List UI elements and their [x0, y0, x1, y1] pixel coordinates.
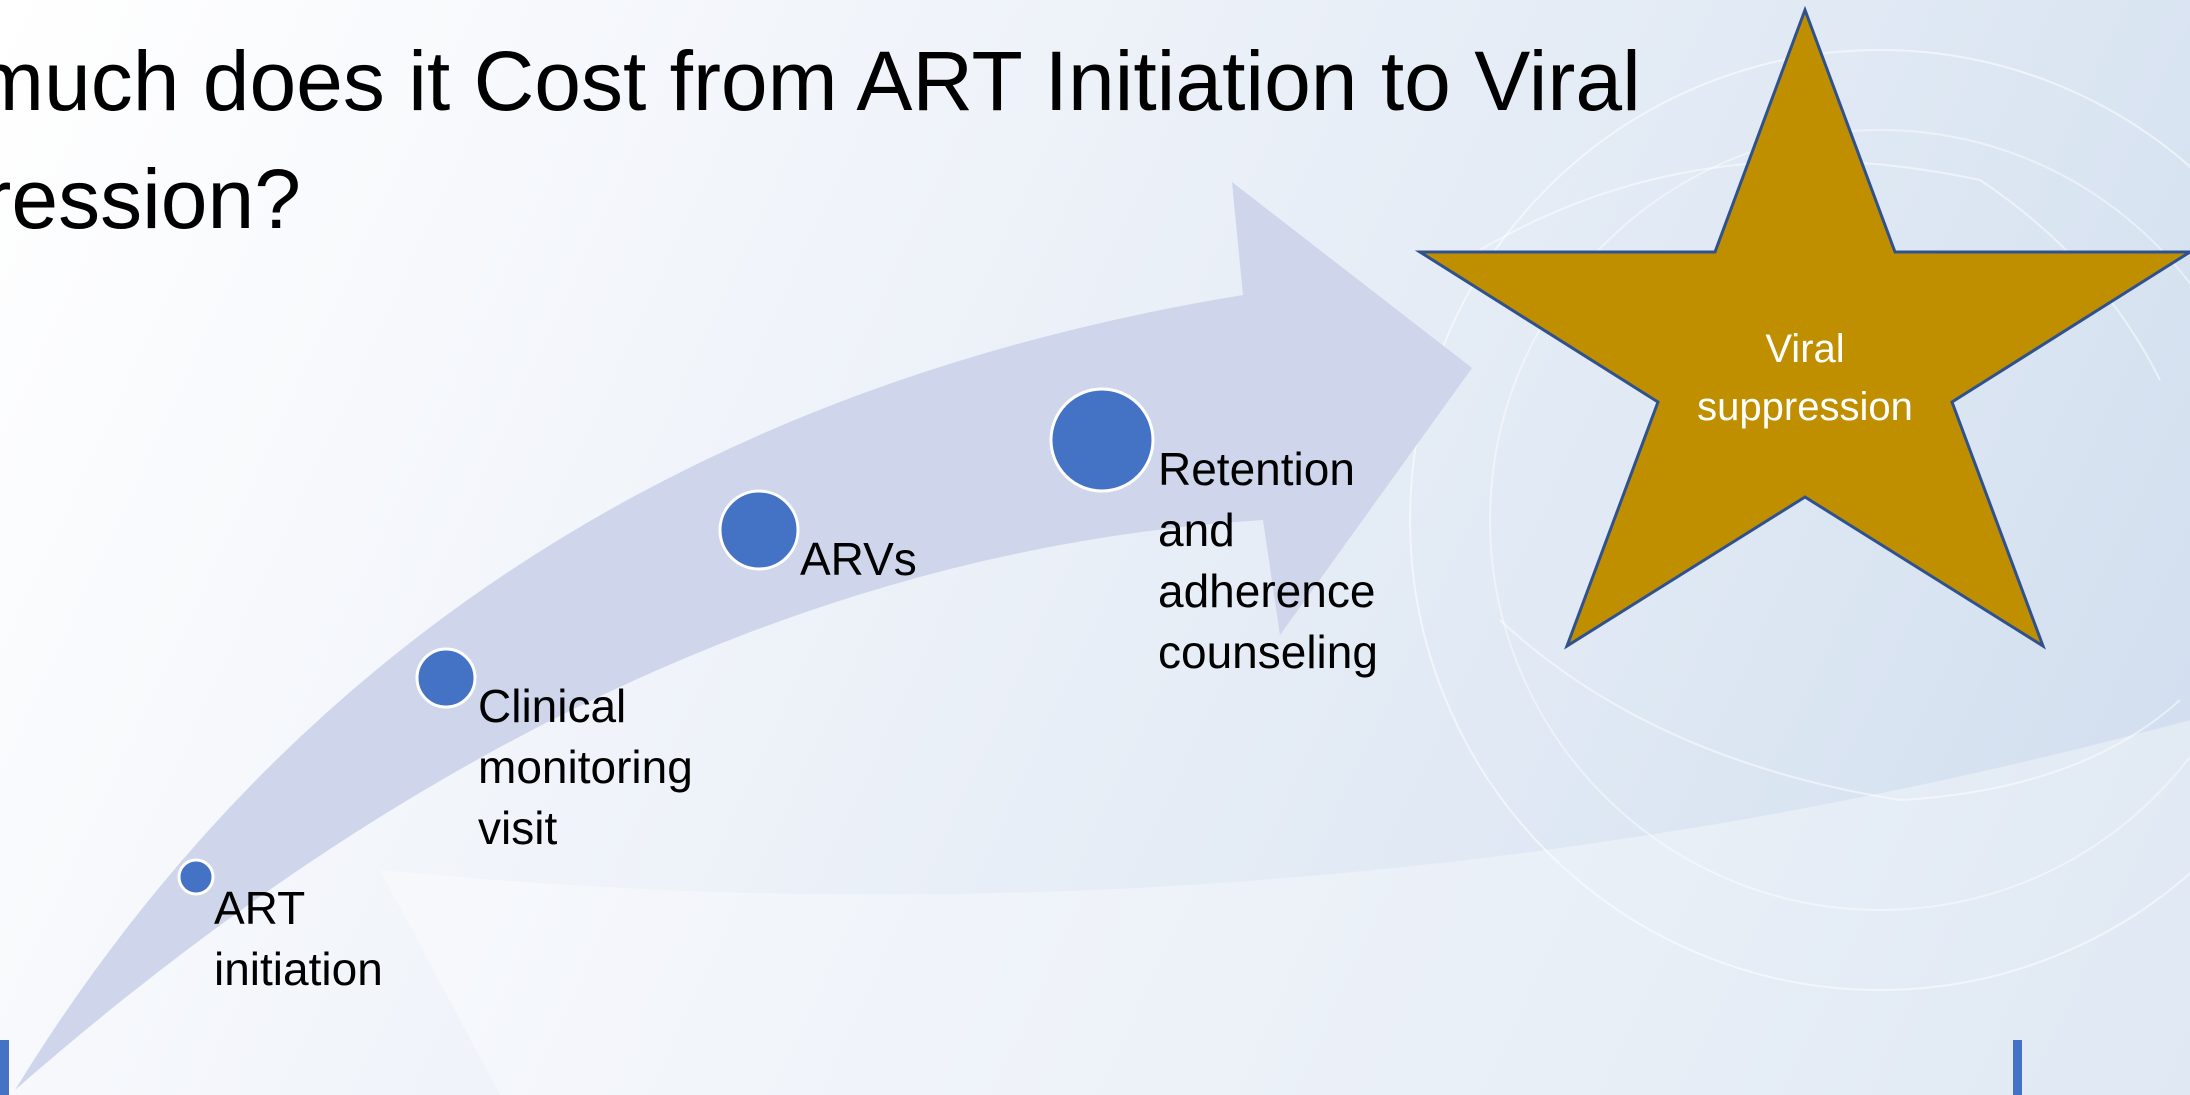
step-label-line: adherence — [1158, 565, 1376, 617]
step-marker-retention — [1049, 387, 1155, 493]
step-label-line: visit — [478, 802, 558, 854]
step-label-clinical-monitoring: Clinical monitoring visit — [478, 676, 693, 859]
left-accent-bar — [0, 1040, 9, 1095]
step-label-retention: Retention and adherence counseling — [1158, 439, 1378, 683]
step-marker-arvs — [718, 489, 800, 571]
step-label-line: Retention — [1158, 443, 1355, 495]
step-label-line: ARVs — [800, 533, 917, 585]
title-line-1: w much does it Cost from ART Initiation … — [0, 34, 1641, 128]
step-marker-art-initiation — [177, 858, 215, 896]
step-label-line: Clinical — [478, 680, 627, 732]
step-label-line: monitoring — [478, 741, 693, 793]
step-label-line: ART — [214, 882, 306, 934]
step-marker-clinical-monitoring — [415, 647, 477, 709]
goal-label-line: Viral — [1765, 327, 1845, 371]
step-label-line: and — [1158, 504, 1235, 556]
goal-label-line: suppression — [1697, 385, 1913, 429]
step-label-line: counseling — [1158, 626, 1378, 678]
step-label-art-initiation: ART initiation — [214, 878, 383, 1000]
step-label-arvs: ARVs — [800, 529, 917, 590]
title-line-2: ppression? — [0, 152, 301, 246]
slide-title: w much does it Cost from ART Initiation … — [0, 22, 1790, 258]
step-label-line: initiation — [214, 943, 383, 995]
goal-star — [1414, 5, 2190, 650]
right-accent-bar — [2013, 1040, 2022, 1095]
goal-label: Viral suppression — [1635, 320, 1975, 436]
